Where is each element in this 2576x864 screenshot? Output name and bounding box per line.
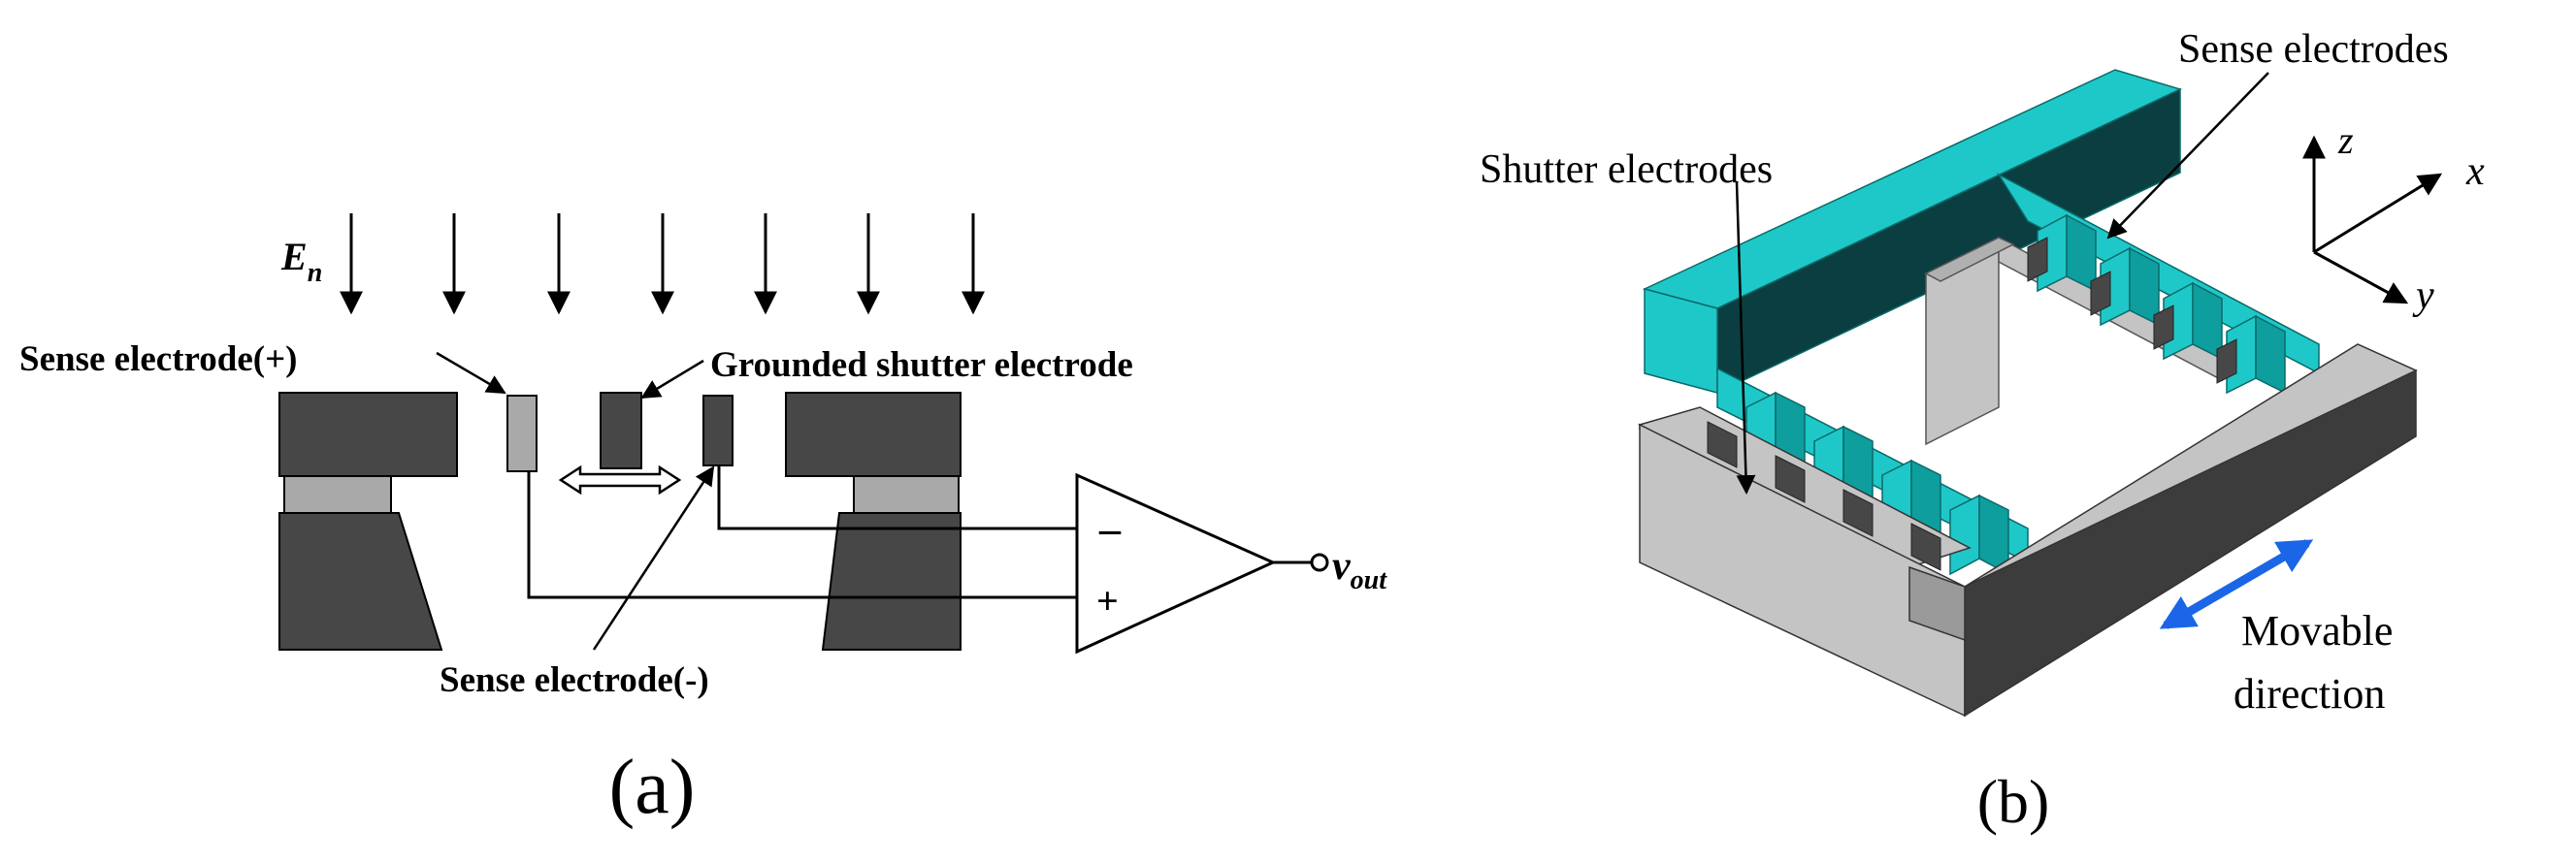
shutter-motion-arrow bbox=[558, 464, 682, 496]
shutter-electrode bbox=[600, 392, 642, 469]
caption-b: (b) bbox=[1977, 767, 2050, 836]
sense-electrodes-label: Sense electrodes bbox=[2178, 27, 2449, 72]
left-electrode-block bbox=[278, 392, 458, 651]
output-terminal bbox=[1310, 553, 1329, 572]
panel-a: En Sense electrode(+) Grounded shutt bbox=[19, 213, 1387, 830]
axis-x-label: x bbox=[2465, 149, 2485, 194]
movable-label-line1: Movable bbox=[2241, 607, 2393, 655]
axis-z-label: z bbox=[2337, 118, 2354, 162]
panel-b-pointers bbox=[1735, 72, 2269, 495]
sense-electrode-plus bbox=[506, 395, 538, 472]
caption-a: (a) bbox=[609, 745, 696, 830]
right-electrode-block bbox=[785, 392, 962, 651]
sense-minus-label: Sense electrode(-) bbox=[440, 660, 709, 700]
field-arrows bbox=[340, 213, 985, 315]
field-label: En bbox=[280, 235, 322, 288]
movable-label-line2: direction bbox=[2234, 670, 2385, 718]
amp-minus-sign: – bbox=[1098, 505, 1122, 553]
label-pointers bbox=[436, 351, 715, 651]
axis-y-label: y bbox=[2412, 273, 2434, 318]
axes bbox=[2302, 135, 2443, 304]
output-label: vout bbox=[1332, 544, 1387, 595]
amp-plus-sign: + bbox=[1096, 579, 1119, 623]
op-amp bbox=[1075, 472, 1277, 655]
sense-electrode-fingers-right bbox=[1996, 173, 2320, 395]
shutter-teeth bbox=[1707, 237, 2237, 571]
movable-direction-arrow bbox=[2159, 539, 2314, 629]
sense-electrode-minus bbox=[702, 395, 734, 466]
wiring bbox=[527, 465, 1312, 599]
panel-b: Sense electrodes Shutter electrodes z x … bbox=[1480, 27, 2485, 836]
shutter-label: Grounded shutter electrode bbox=[710, 345, 1133, 385]
sense-plus-label: Sense electrode(+) bbox=[19, 339, 298, 379]
sense-electrode-bar bbox=[1642, 69, 2183, 395]
shutter-electrodes-label: Shutter electrodes bbox=[1480, 147, 1773, 192]
